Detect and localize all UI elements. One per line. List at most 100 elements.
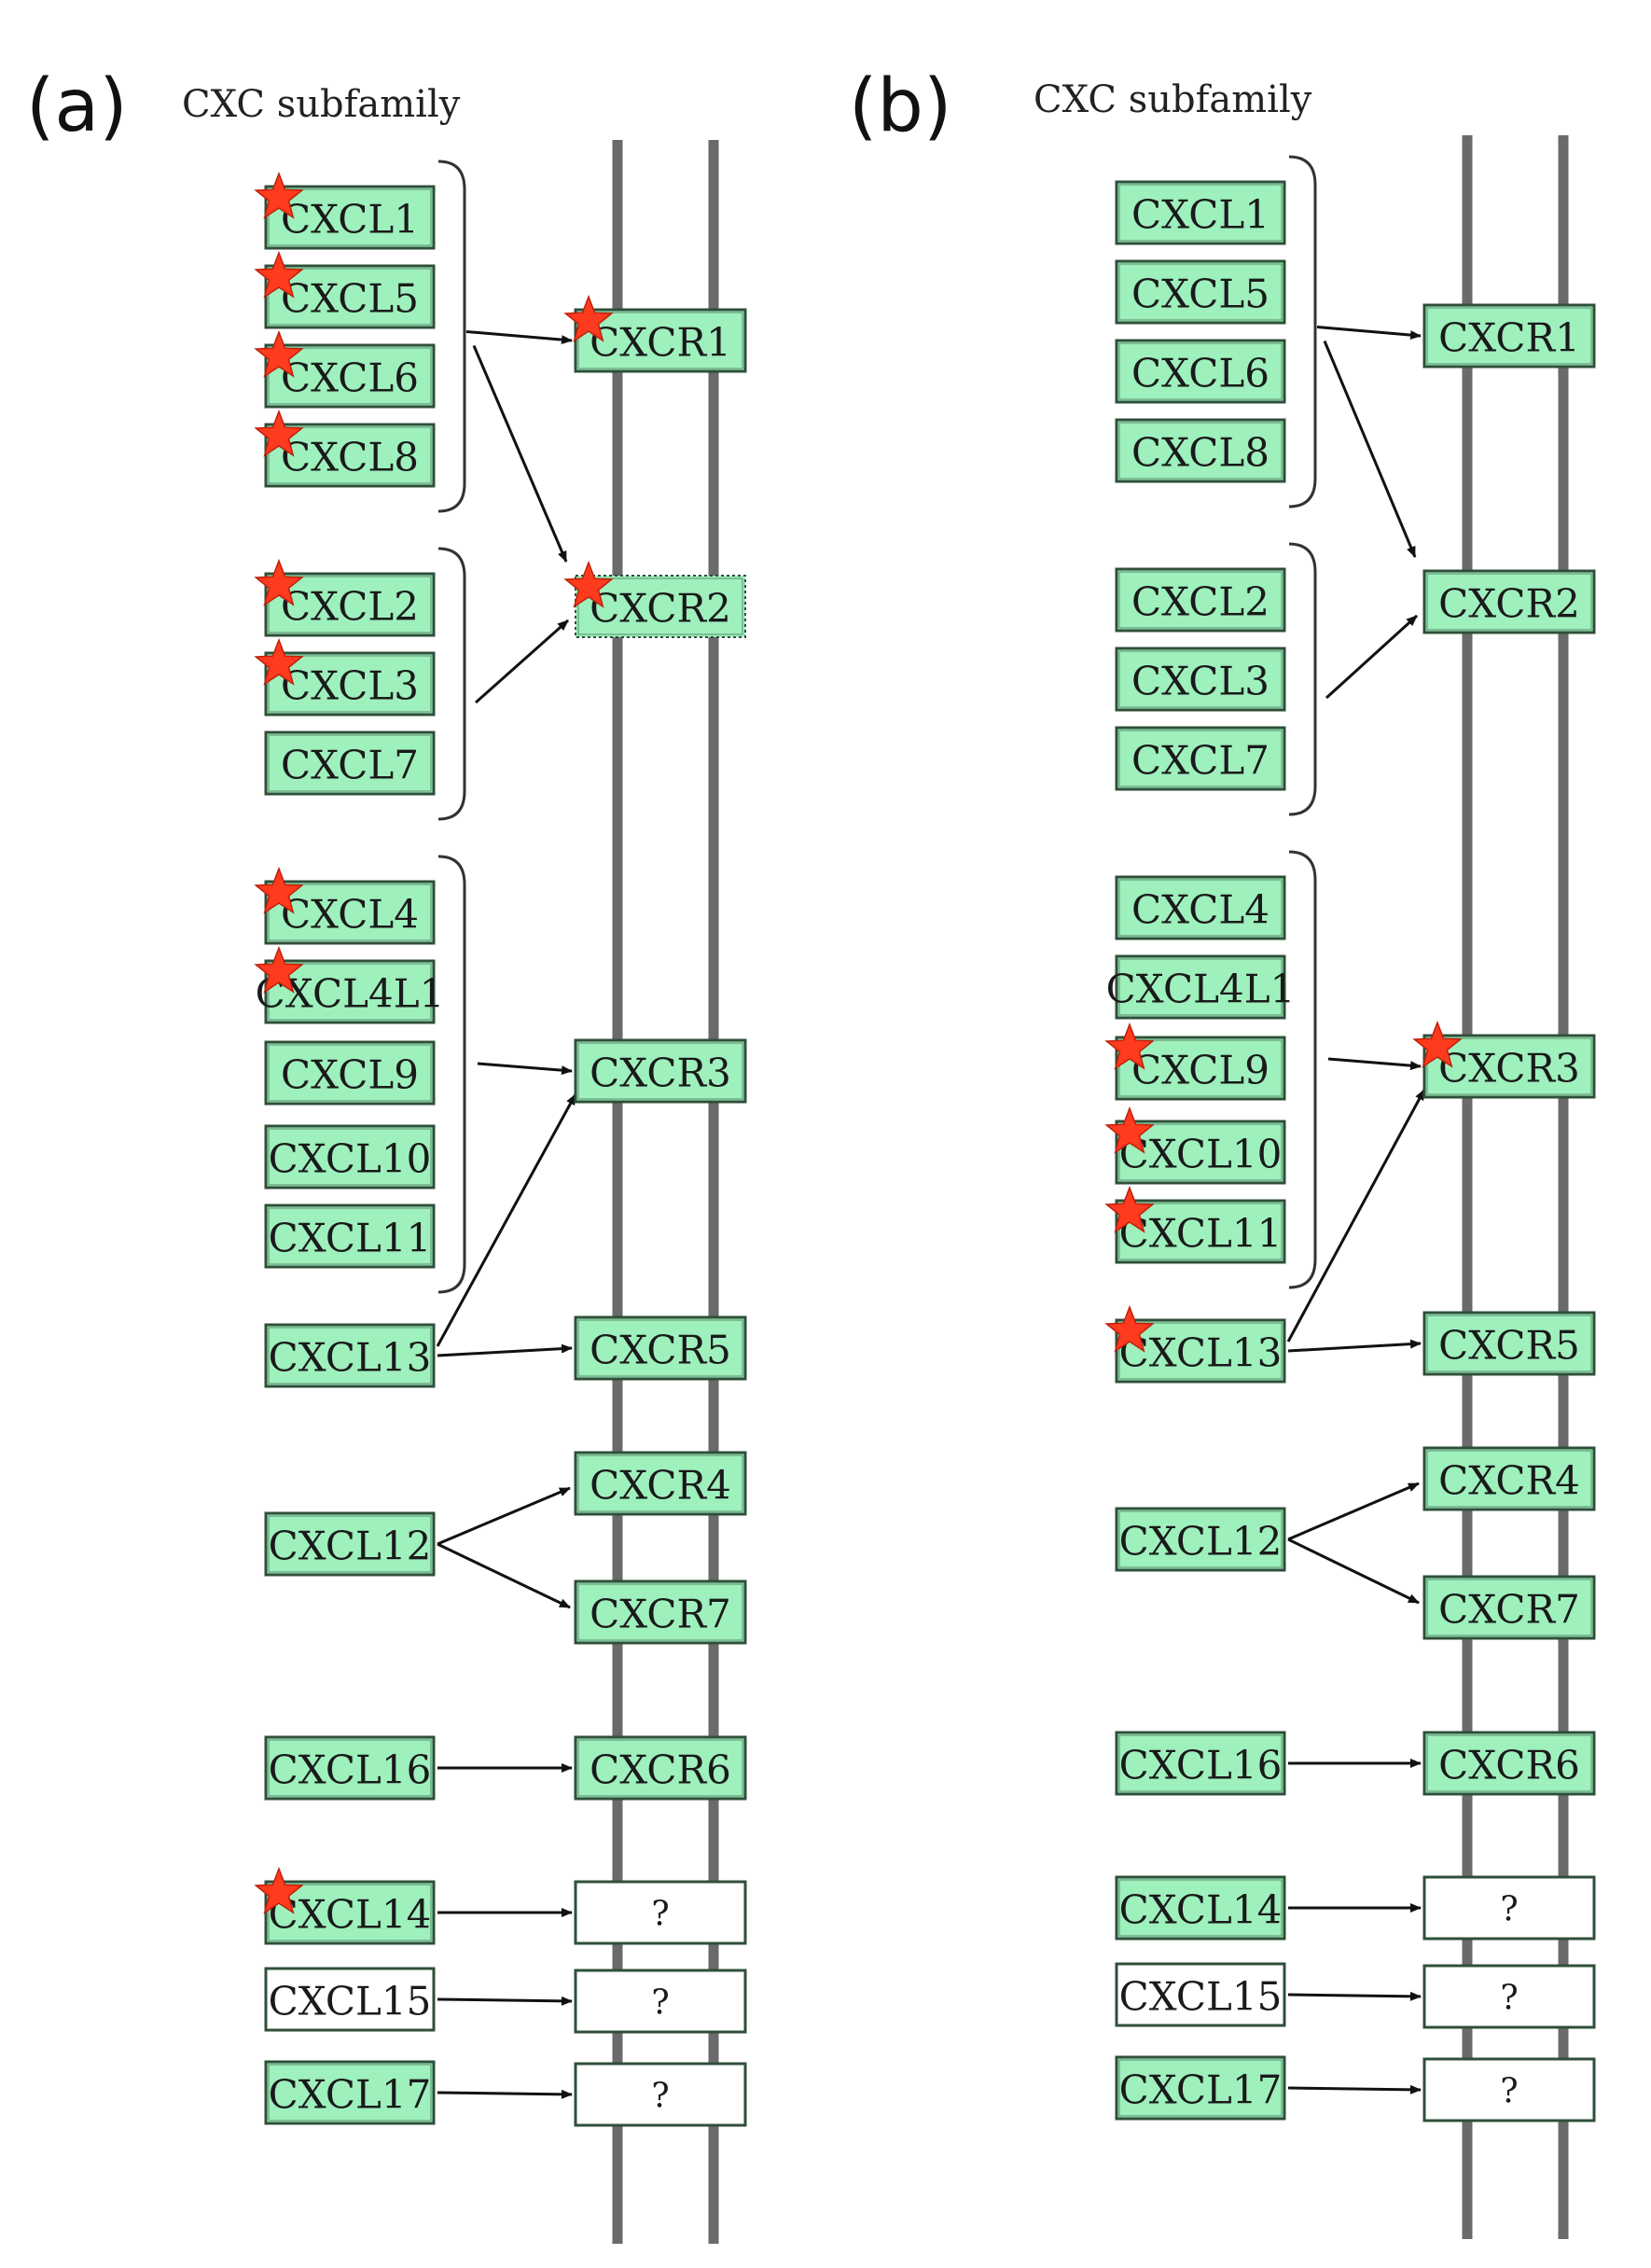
ligand-node: CXCL5 — [1115, 259, 1286, 325]
node-box — [1115, 875, 1286, 940]
node-box — [264, 1204, 436, 1269]
ligand-group-bracket — [437, 160, 466, 513]
node-inner-border — [1118, 1123, 1283, 1181]
node-inner-border — [1118, 1039, 1283, 1097]
node-inner-border — [268, 734, 432, 792]
node-box — [1422, 1446, 1596, 1511]
ligand-node: CXCL15 — [264, 1967, 436, 2032]
node-label: CXCL13 — [269, 1335, 432, 1381]
node-label: CXCL9 — [1131, 1048, 1269, 1093]
node-box — [264, 730, 436, 796]
interaction-arrow — [477, 1062, 573, 1076]
node-inner-border — [577, 577, 743, 635]
node-box — [1422, 1875, 1596, 1941]
node-box — [574, 1969, 747, 2034]
ligand-node: CXCL8 — [254, 409, 436, 488]
panel-label: (b) — [849, 64, 951, 148]
interaction-arrow — [472, 344, 568, 563]
node-label: CXCL14 — [1119, 1887, 1283, 1933]
interaction-arrow — [1287, 1339, 1422, 1353]
node-label: CXCL2 — [281, 584, 419, 630]
node-inner-border — [268, 1207, 432, 1265]
node-inner-border — [1118, 650, 1283, 708]
node-label: ? — [1500, 1891, 1518, 1929]
interaction-arrow — [1287, 2084, 1422, 2094]
node-inner-border — [577, 1042, 743, 1100]
node-label: CXCL8 — [281, 435, 419, 480]
receptor-node: CXCR2 — [1422, 569, 1596, 634]
node-label: CXCL4 — [1131, 887, 1269, 933]
node-inner-border — [1118, 730, 1283, 787]
ligand-node: CXCL6 — [254, 329, 436, 409]
node-label: CXCR4 — [590, 1463, 731, 1509]
panel-b: (b)CXC subfamilyCXCL1CXCL5CXCL6CXCL8CXCL… — [849, 64, 1596, 2239]
node-inner-border — [268, 884, 432, 941]
node-box — [574, 1038, 747, 1104]
node-inner-border — [1118, 1322, 1283, 1380]
star-marker — [254, 1866, 304, 1914]
node-box — [1115, 418, 1286, 483]
ligand-node: CXCL7 — [264, 730, 436, 796]
node-box — [1115, 954, 1286, 1020]
node-label: CXCR7 — [1438, 1587, 1580, 1633]
node-label: CXCL3 — [281, 663, 419, 709]
receptor-node: CXCR6 — [1422, 1731, 1596, 1796]
ligand-node: CXCL14 — [1115, 1875, 1286, 1941]
interaction-arrow — [1325, 614, 1419, 700]
node-label: CXCL7 — [1131, 738, 1269, 784]
star-marker — [1104, 1106, 1155, 1154]
node-inner-border — [577, 1319, 743, 1377]
ligand-node: CXCL4 — [1115, 875, 1286, 940]
star-marker — [1104, 1304, 1155, 1353]
panel-a: (a)CXC subfamilyCXCL1CXCL5CXCL6CXCL8CXCL… — [26, 64, 747, 2244]
star-marker — [254, 866, 304, 914]
node-box — [1115, 2055, 1286, 2121]
node-label: ? — [1500, 2073, 1518, 2111]
node-label: CXCL3 — [1131, 659, 1269, 704]
node-inner-border — [268, 1739, 432, 1797]
ligand-node: CXCL10 — [1104, 1106, 1286, 1185]
node-inner-border — [1426, 1315, 1592, 1372]
node-label: ? — [1500, 1980, 1518, 2018]
node-inner-border — [268, 426, 432, 484]
node-label: CXCL11 — [269, 1216, 432, 1261]
star-marker — [1412, 1020, 1463, 1068]
node-inner-border — [1118, 958, 1283, 1016]
star-marker — [254, 171, 304, 219]
ligand-node: CXCL7 — [1115, 726, 1286, 791]
receptor-node: CXCR1 — [1422, 303, 1596, 369]
receptor-node: CXCR5 — [574, 1315, 747, 1381]
node-box — [264, 1124, 436, 1190]
interaction-arrow — [437, 1343, 573, 1357]
interaction-arrow — [1287, 1538, 1420, 1605]
star-marker — [254, 409, 304, 457]
node-inner-border — [1118, 1879, 1283, 1937]
interaction-arrow — [1323, 340, 1417, 558]
node-inner-border — [1118, 184, 1283, 242]
node-box — [264, 1967, 436, 2032]
ligand-group-bracket — [1288, 850, 1317, 1289]
node-box — [1422, 303, 1596, 369]
node-inner-border — [1118, 1510, 1283, 1568]
node-label: CXCR3 — [590, 1051, 731, 1096]
node-label: CXCL11 — [1119, 1211, 1283, 1257]
receptor-node: CXCR3 — [1412, 1020, 1596, 1099]
node-label: CXCL2 — [1131, 579, 1269, 625]
node-box — [1115, 1731, 1286, 1796]
node-label: CXCR6 — [590, 1747, 731, 1793]
node-inner-border — [268, 1884, 432, 1941]
node-inner-border — [1426, 307, 1592, 365]
unknown-receptor-node: ? — [1422, 2057, 1596, 2122]
node-inner-border — [577, 1739, 743, 1797]
star-marker — [254, 250, 304, 299]
receptor-node: CXCR6 — [574, 1735, 747, 1801]
unknown-receptor-node: ? — [1422, 1964, 1596, 2029]
node-box — [574, 1451, 747, 1516]
node-inner-border — [1426, 1037, 1592, 1095]
interaction-arrow — [436, 1093, 577, 1347]
node-inner-border — [1118, 1734, 1283, 1792]
star-marker — [254, 558, 304, 606]
star-marker — [254, 945, 304, 994]
interaction-arrow — [1316, 326, 1422, 341]
ligand-node: CXCL14 — [254, 1866, 436, 1945]
